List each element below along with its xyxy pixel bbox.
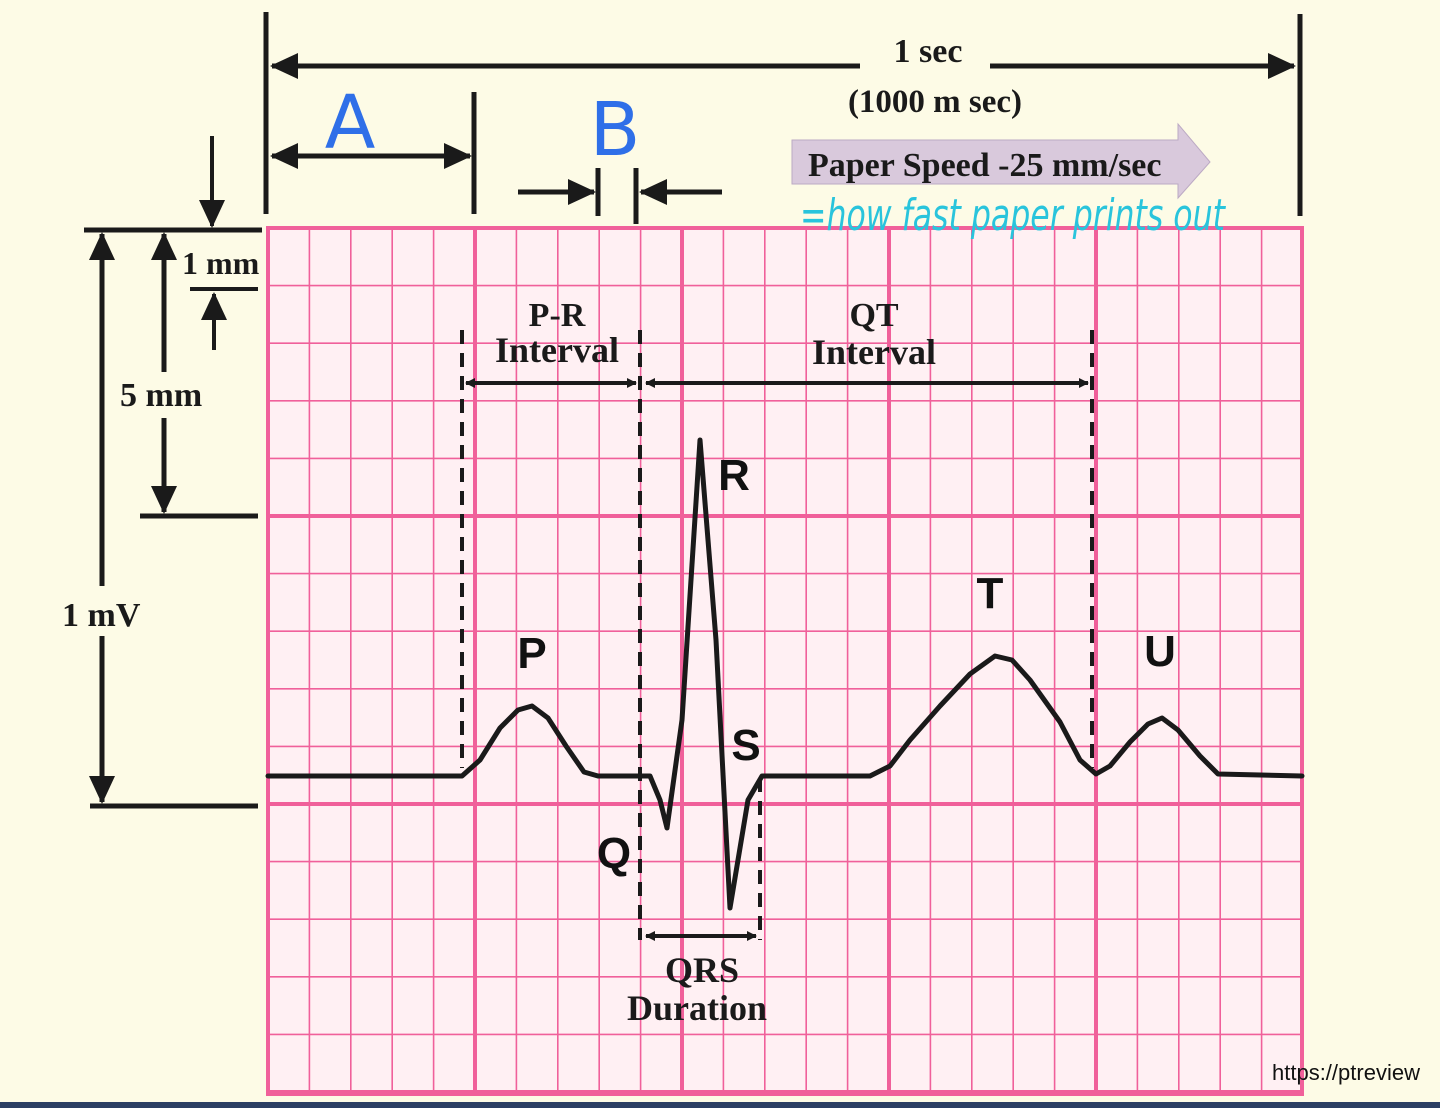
source-url: https://ptreview: [1272, 1060, 1420, 1085]
ecg-trace: [265, 437, 1305, 911]
left-voltage-scale: 1 mm 5 mm 1 mV: [62, 136, 262, 809]
grid-background: [268, 228, 1302, 1094]
one-second-label: 1 sec: [894, 33, 963, 70]
grid-border: [266, 226, 1304, 1096]
bottom-border-bar: [0, 1102, 1440, 1108]
qt-interval-label-line2: Interval: [812, 332, 936, 372]
interval-markers: P-R Interval QT Interval QRS Duration: [460, 297, 1094, 1028]
s-wave-label: S: [731, 721, 760, 770]
one-mv-label: 1 mV: [62, 597, 141, 634]
pr-interval-label-line1: P-R: [529, 297, 586, 334]
handwritten-a-label: A: [325, 80, 376, 166]
pr-interval-label-line2: Interval: [495, 330, 619, 370]
b-interval-arrows: B: [518, 87, 722, 224]
u-wave-label: U: [1144, 627, 1176, 676]
qrs-duration-label-line1: QRS: [665, 950, 739, 990]
p-wave-label: P: [517, 629, 546, 678]
q-wave-label: Q: [597, 829, 631, 878]
t-wave-label: T: [977, 569, 1004, 618]
one-second-scale: 1 sec (1000 m sec): [263, 12, 1303, 216]
r-wave-label: R: [718, 451, 750, 500]
paper-speed-banner: Paper Speed -25 mm/sec =how fast paper p…: [791, 122, 1226, 241]
one-mm-label: 1 mm: [182, 245, 260, 281]
handwritten-paper-note: =how fast paper prints out: [800, 190, 1226, 241]
five-mm-label: 5 mm: [120, 377, 202, 414]
paper-speed-label: Paper Speed -25 mm/sec: [808, 147, 1161, 184]
qrs-duration-label-line2: Duration: [627, 988, 767, 1028]
qt-interval-label-line1: QT: [849, 297, 898, 334]
one-thousand-ms-label: (1000 m sec): [848, 84, 1022, 120]
paper-speed-arrow-shape: [791, 122, 1211, 200]
wave-labels: P Q R S T U: [517, 451, 1176, 878]
handwritten-b-label: B: [590, 87, 641, 173]
a-interval-bracket: A: [270, 80, 477, 214]
